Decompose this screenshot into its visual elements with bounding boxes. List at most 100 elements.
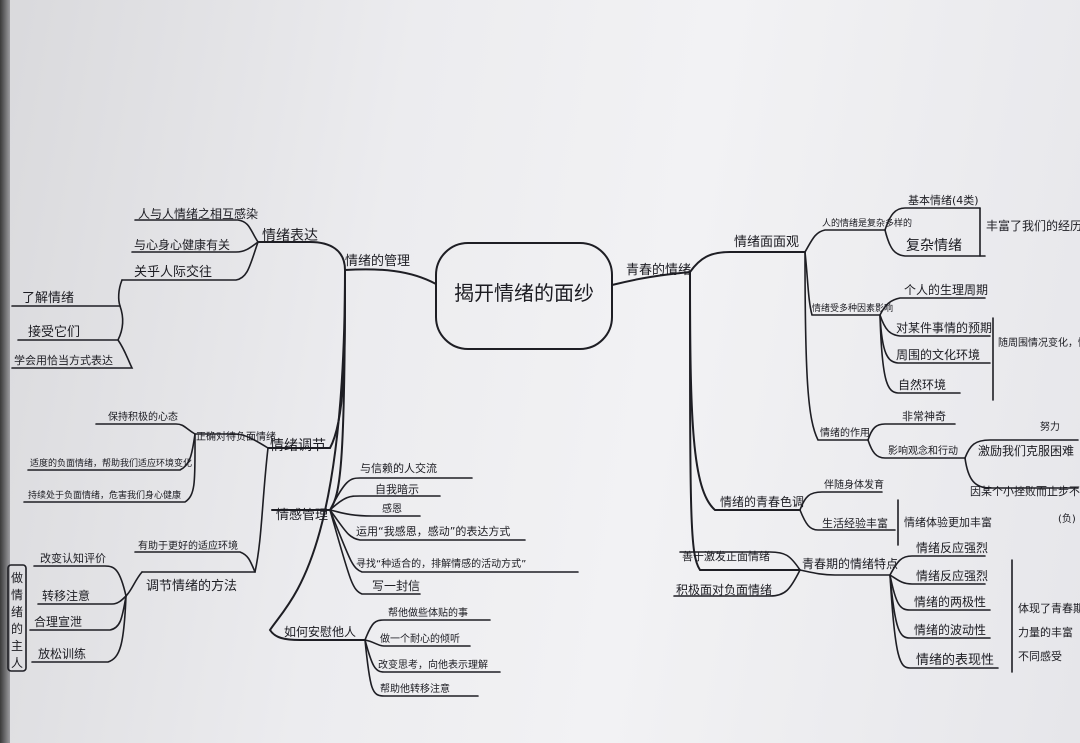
feature-result-1: 体现了青春期 [1018,601,1080,615]
anger-item-4: 运用“我感恩，感动”的表达方式 [356,524,510,538]
youth-color-item-2: 生活经验丰富 [822,516,888,530]
make-emotion-box [7,564,27,672]
help-label: 如何安慰他人 [284,624,356,639]
adjust-method-label: 调节情绪的方法 [146,578,237,594]
learn-express: 学会用恰当方式表达 [14,353,113,367]
edge-pos-3 [23,433,196,503]
youth-color-result: 情绪体验更加丰富 [904,515,992,529]
positive-label: 正确对待负面情绪 [196,430,276,443]
edge-role-1 [867,423,956,441]
edge-help-3 [364,639,501,673]
role-side: (负) [1058,512,1076,525]
edge-make-3 [29,595,127,631]
edge-feat-left-1 [679,551,801,571]
edge-adjust [141,447,269,573]
regulation-label: 情绪调节 [270,438,326,454]
help-item-4: 帮助他转移注意 [380,682,450,695]
edge-make-4 [31,595,127,663]
anger-item-3: 感恩 [382,502,402,515]
basic-item-1: 基本情绪(4类) [908,193,979,207]
influence-label: 情绪受多种因素影响 [812,302,893,314]
edge-features [799,569,891,576]
edge-regulation [267,269,346,449]
feature-item-1: 情绪反应强烈 [916,540,988,555]
expression-label: 情绪表达 [262,228,318,244]
positive-item-2: 适度的负面情绪，帮助我们适应环境变化 [30,457,192,469]
make-item-3: 合理宣泄 [34,614,82,629]
expression-item-1: 人与人情绪之相互感染 [138,206,258,221]
edge-yc-1 [799,491,883,511]
edge-basic-2 [884,229,986,257]
help-item-1: 帮他做些体贴的事 [388,606,468,619]
influence-item-4: 自然环境 [898,377,946,392]
feature-item-2: 情绪反应强烈 [916,568,988,583]
edge-anger-1 [329,477,473,511]
edge-help-1 [364,619,491,641]
edge-role [804,251,869,441]
feature-result-3: 不同感受 [1018,650,1062,663]
branch-youth [611,271,691,286]
edge-anger-5 [329,509,579,573]
edge-basic-1 [884,207,981,231]
make-emotion-vertical: 做情绪的主人 [11,570,23,670]
center-node [435,242,613,350]
role-item-2: 影响观念和行动 [888,444,958,457]
edge-f-1 [889,555,986,576]
make-item-4: 放松训练 [38,646,86,661]
branch-management [344,268,437,285]
role-result-2: 因某个小挫败而止步不前 [970,484,1080,498]
anger-item-6: 写一封信 [372,579,420,593]
edge-expr-1 [134,219,259,243]
edge-learn [11,339,134,369]
feature-item-5: 情绪的表现性 [916,652,994,668]
edge-positive [194,433,269,449]
basic-item-2: 复杂情绪 [906,237,962,254]
edge-anger-3 [329,509,421,517]
edge-expr-3 [121,241,259,281]
anger-item-1: 与信赖的人交流 [360,461,437,475]
edge-anger [271,269,346,511]
edge-inf-4 [879,314,961,394]
edge-pos-2 [27,433,196,471]
feature-item-3: 情绪的两极性 [914,594,986,609]
edge-basic [804,229,886,253]
anger-item-5: 寻找“种适合的，排解情感的活动方式” [356,557,526,570]
know-emotion: 了解情绪 [22,291,74,306]
edge-inf-1 [879,297,986,316]
feature-result-2: 力量的丰富 [1018,625,1073,639]
edge-anger-2 [329,495,441,511]
influence-item-3: 周围的文化环境 [896,347,980,362]
adjust-top-label: 有助于更好的适应环境 [138,539,238,552]
help-item-2: 做一个耐心的倾听 [380,632,460,645]
expression-item-2: 与心身心健康有关 [134,237,230,252]
edge-f-3 [889,574,991,611]
edge-f-2 [889,574,986,585]
face-label: 情绪面面观 [734,235,799,250]
basic-label: 人的情绪是复杂多样的 [822,217,912,229]
edge-features-trunk [689,271,801,571]
edge-anger-4 [329,509,526,541]
accept-emotion: 接受它们 [28,324,80,340]
edge-influence [804,251,881,316]
edge-expression [257,241,346,271]
positive-item-3: 持续处于负面情绪，危害我们身心健康 [28,489,181,501]
edge-make-1 [33,565,127,597]
feature-item-4: 情绪的波动性 [914,622,986,637]
youth-label: 青春的情绪 [626,262,691,278]
role-top: 努力 [1040,420,1060,433]
role-label: 情绪的作用 [820,426,870,439]
edge-feat-left-2 [673,569,801,597]
anger-label: 情感管理 [276,507,328,523]
features-label: 青春期的情绪特点 [802,556,898,571]
paper-edge [0,0,10,743]
edge-help-4 [364,639,479,697]
edge-role-r1 [964,439,1079,459]
role-item-1: 非常神奇 [902,409,946,423]
edge-role-2 [867,439,966,459]
feature-left-2: 积极面对负面情绪 [676,583,772,597]
edge-adjust-top [134,551,256,573]
edge-inf-2 [879,314,991,337]
make-item-1: 改变认知评价 [40,551,106,565]
edge-expr-2 [131,241,259,253]
